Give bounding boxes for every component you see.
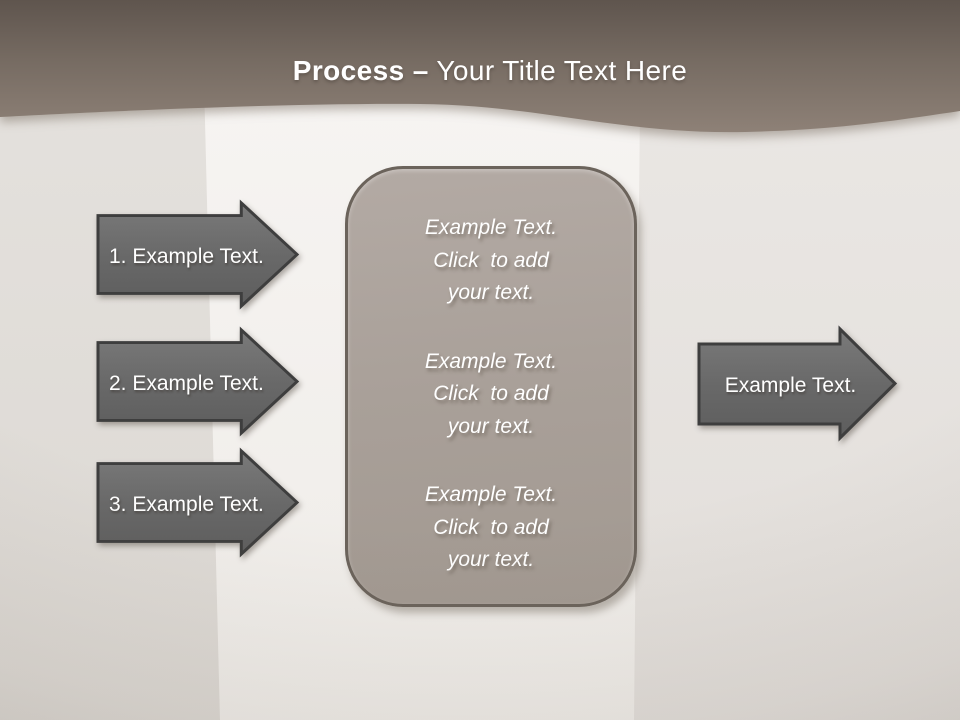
arrow-shape bbox=[96, 447, 300, 558]
process-arrow-1[interactable]: 1. Example Text. bbox=[96, 199, 300, 310]
arrow-shape bbox=[697, 325, 898, 442]
title-regular-part: Your Title Text Here bbox=[436, 55, 688, 86]
output-arrow[interactable]: Example Text. bbox=[697, 325, 898, 442]
placeholder-text-1[interactable]: Example Text. Click to add your text. bbox=[424, 216, 558, 304]
process-arrow-2[interactable]: 2. Example Text. bbox=[96, 326, 300, 437]
content-box[interactable]: Example Text. Click to add your text. Ex… bbox=[345, 166, 637, 607]
arrow-shape bbox=[96, 199, 300, 310]
arrow-1-label: 1. Example Text. bbox=[109, 245, 264, 268]
placeholder-text-2[interactable]: Example Text. Click to add your text. bbox=[424, 349, 558, 438]
arrow-2-label: 2. Example Text. bbox=[109, 372, 264, 395]
process-arrow-3[interactable]: 3. Example Text. bbox=[96, 447, 300, 558]
title-bold-part: Process – bbox=[292, 55, 429, 86]
output-arrow-label: Example Text. bbox=[724, 374, 857, 397]
header-wave-band bbox=[0, 0, 960, 133]
slide-title[interactable]: Process – Your Title Text Here bbox=[20, 54, 960, 88]
arrow-3-label: 3. Example Text. bbox=[109, 493, 264, 516]
arrow-shape bbox=[96, 326, 300, 437]
placeholder-text-3[interactable]: Example Text. Click to add your text. bbox=[424, 483, 558, 571]
